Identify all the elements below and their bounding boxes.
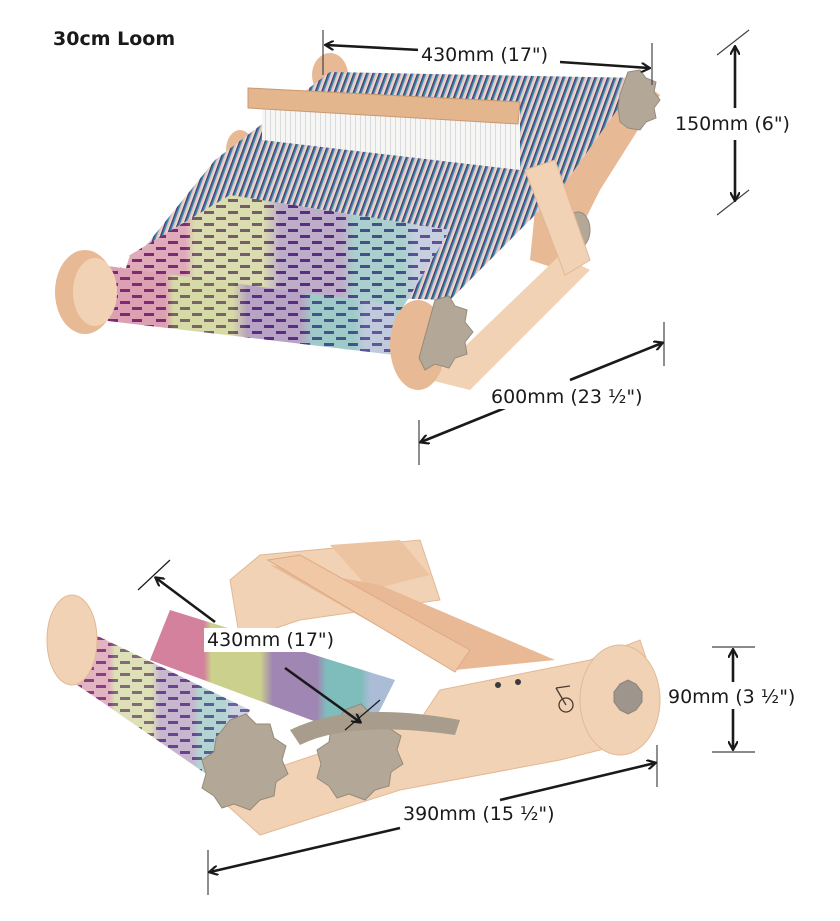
- bottom-depth-dimension-label: 390mm (15 ½"): [400, 802, 558, 826]
- top-width-dimension-label: 430mm (17"): [418, 43, 552, 67]
- brand-logo-icon: [555, 685, 574, 713]
- page-title: 30cm Loom: [53, 28, 176, 50]
- bottom-width-dimension-label: 430mm (17"): [204, 628, 338, 652]
- bottom-height-dimension-label: 90mm (3 ½"): [665, 685, 799, 709]
- top-height-dimension-label: 150mm (6"): [672, 112, 793, 136]
- top-depth-dimension-label: 600mm (23 ½"): [488, 385, 646, 409]
